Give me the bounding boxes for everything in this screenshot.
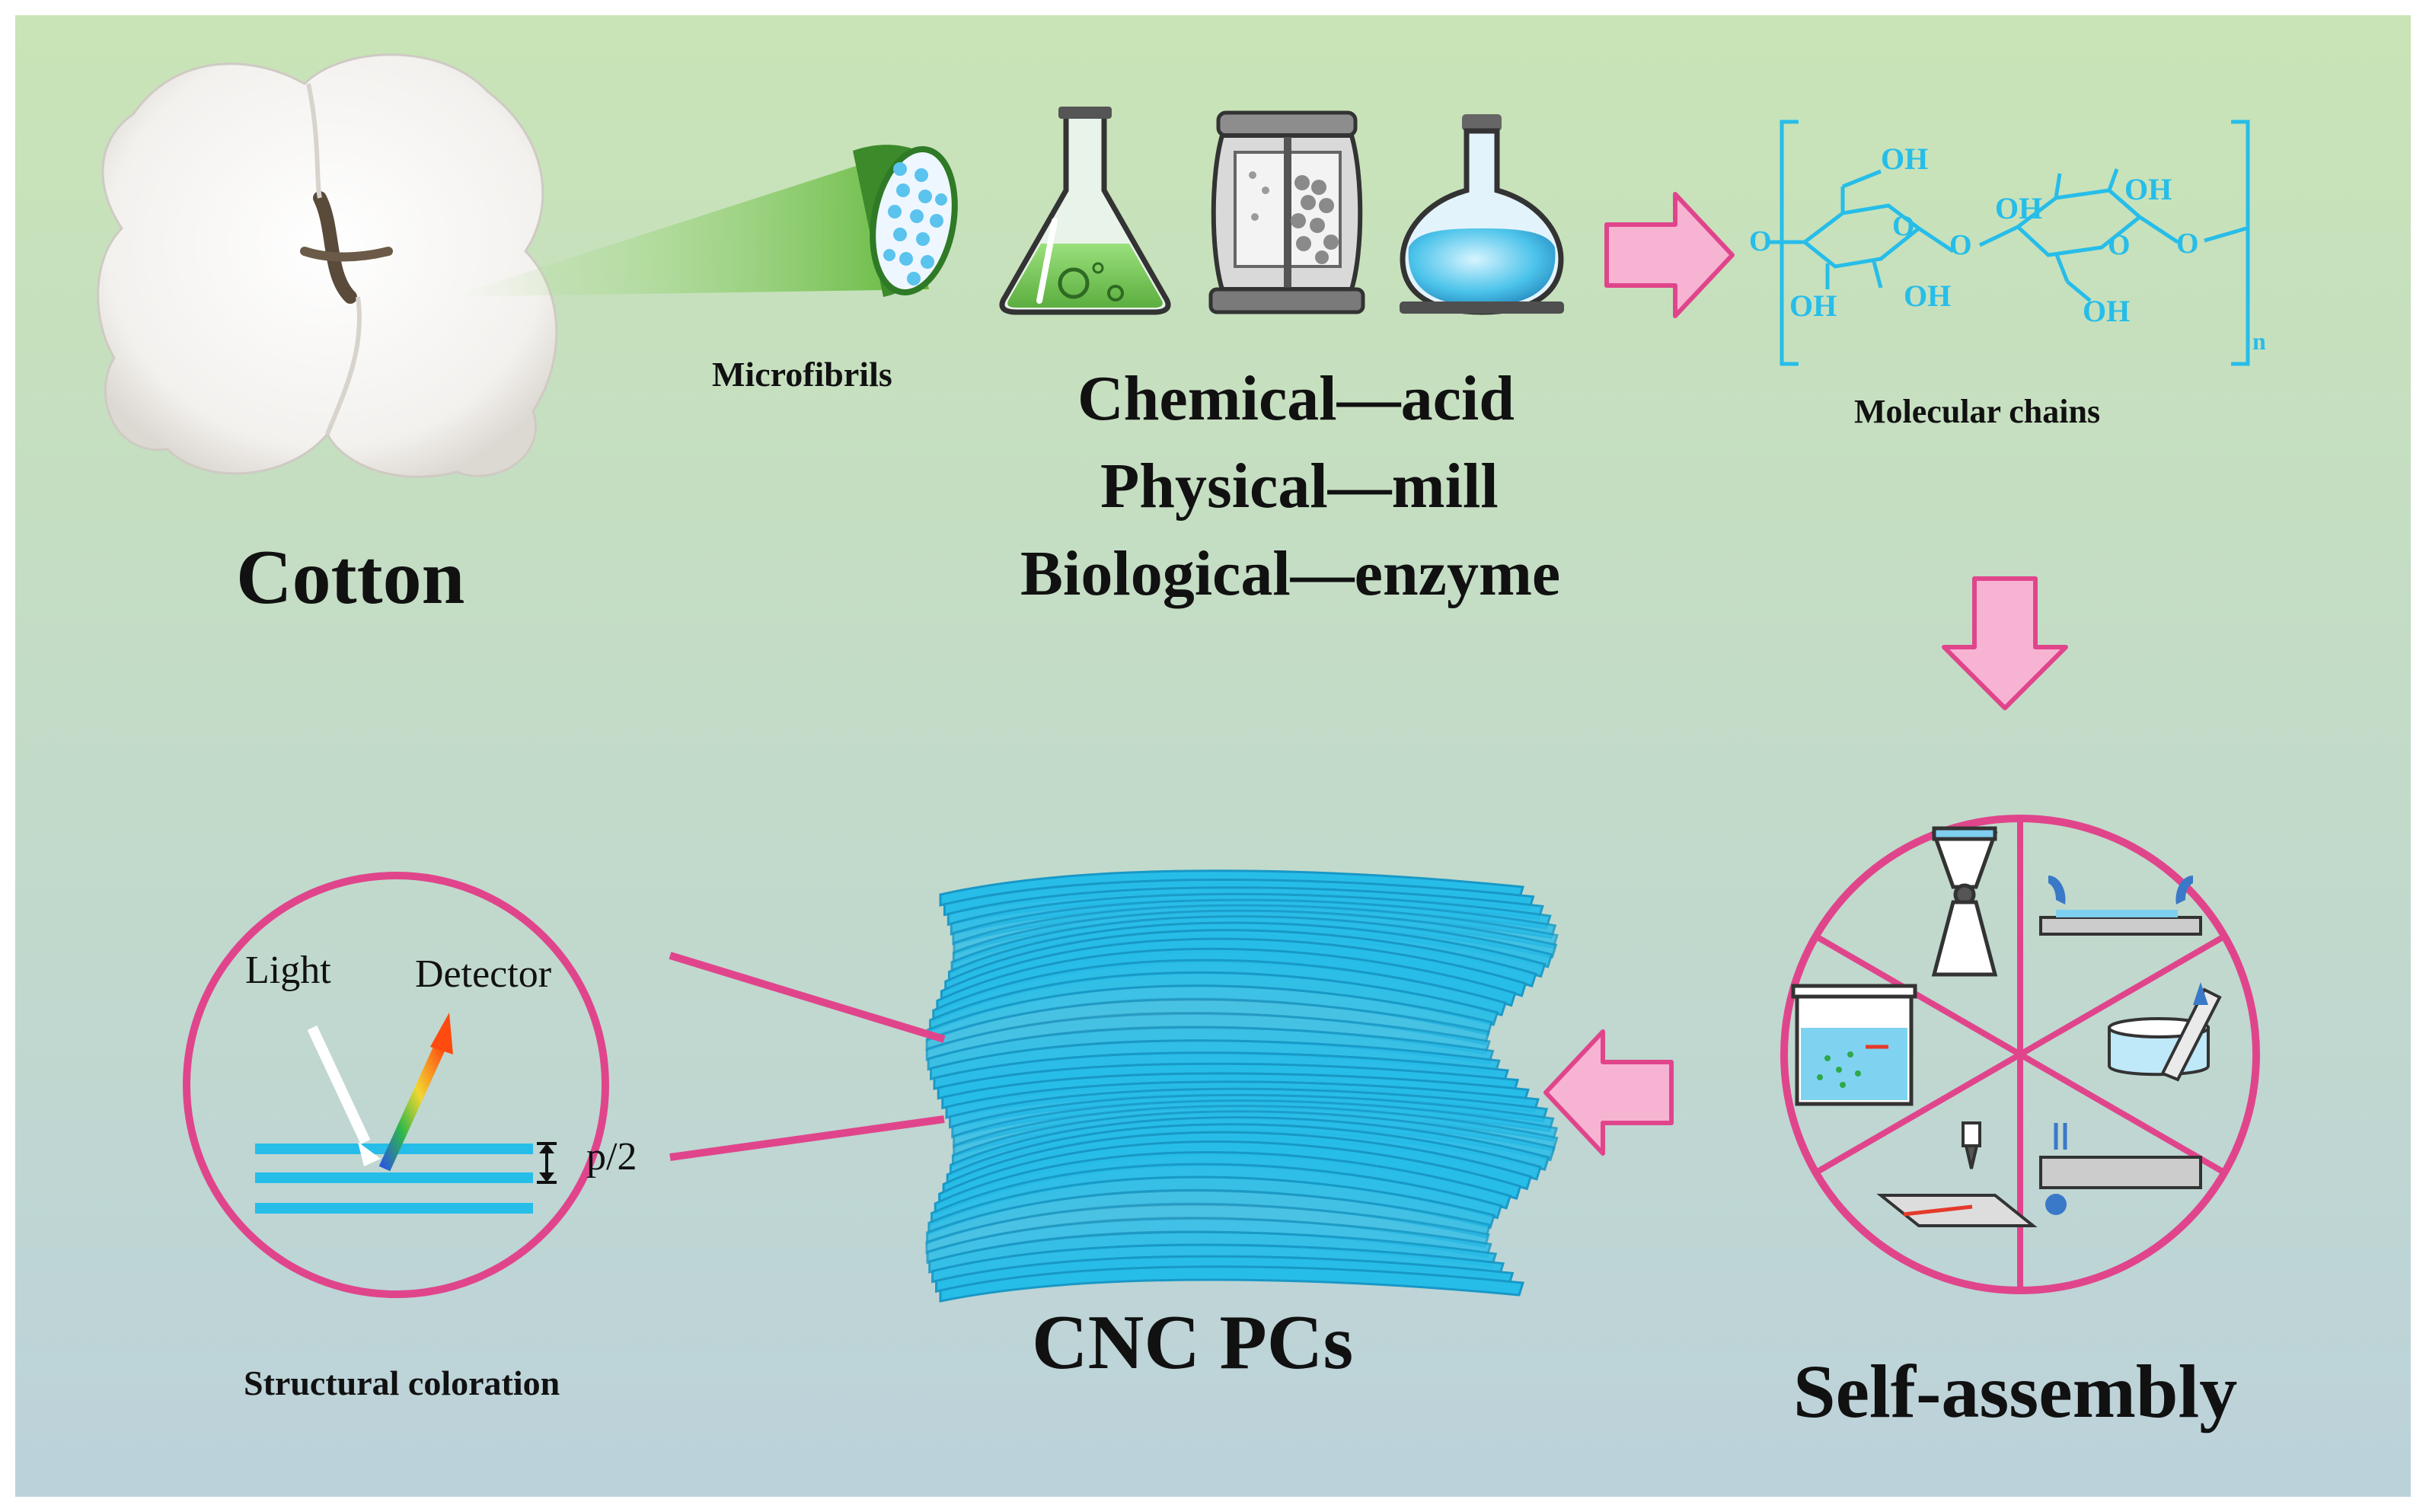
dip-coating-icon [2108, 982, 2222, 1082]
mol-oh-6: OH [2083, 294, 2131, 328]
evaporation-bath-icon [1791, 984, 1917, 1106]
zoom-line-bottom [669, 1115, 945, 1161]
self-assembly-wheel [1780, 815, 2260, 1294]
mol-oh-4: OH [1995, 191, 2043, 225]
mol-oh-5: OH [2124, 172, 2172, 206]
mol-o-4: O [2176, 228, 2199, 260]
label-structural-coloration: Structural coloration [244, 1364, 560, 1402]
cnc-helical-stack-icon [925, 869, 1559, 1303]
lamella-layer [939, 1265, 1524, 1303]
vacuum-filtration-icon [1931, 826, 1998, 977]
arrow-right-icon [1604, 192, 1735, 318]
mol-subscript-n: n [2252, 327, 2266, 355]
ball-mill-icon [1208, 110, 1365, 314]
label-pitch: p/2 [586, 1135, 637, 1179]
label-microfibrils: Microfibrils [712, 355, 892, 394]
structural-coloration-circle [183, 872, 609, 1298]
cellulose-molecule-icon [1767, 120, 2250, 366]
arrow-down-icon [1942, 576, 2068, 710]
layer-2 [255, 1172, 533, 1183]
label-molecular-chains: Molecular chains [1854, 393, 2101, 430]
erlenmeyer-flask-icon [999, 107, 1171, 315]
label-cnc-pcs: CNC PCs [1032, 1300, 1354, 1386]
zoom-line-top [669, 952, 946, 1043]
reflected-light [378, 1040, 448, 1172]
mol-oh-3: OH [1904, 279, 1952, 313]
mol-oh-1: OH [1881, 142, 1929, 176]
label-light: Light [245, 949, 331, 992]
direct-writing-icon [1876, 1121, 2038, 1227]
label-self-assembly: Self-assembly [1793, 1349, 2238, 1434]
round-bottom-flask-icon [1400, 114, 1564, 315]
mol-oh-2: OH [1789, 289, 1837, 323]
cotton-boll-icon [97, 53, 558, 478]
layer-3 [255, 1203, 533, 1214]
mol-o-3: O [2108, 229, 2131, 261]
mol-o-2: O [1949, 229, 1972, 261]
arrow-left-icon [1543, 1029, 1674, 1156]
mol-o-5: O [1749, 225, 1772, 257]
label-method-physical: Physical—mill [1100, 451, 1499, 522]
spray-coating-icon [2039, 1123, 2202, 1215]
incident-light [307, 1026, 371, 1144]
blade-coating-icon [2039, 876, 2202, 936]
label-method-biological: Biological—enzyme [1020, 538, 1561, 609]
microfibril-bundle-icon [449, 145, 958, 297]
mol-o-1: O [1892, 210, 1915, 242]
label-detector: Detector [415, 952, 552, 996]
label-cotton: Cotton [236, 534, 465, 620]
label-method-chemical: Chemical—acid [1077, 363, 1515, 434]
